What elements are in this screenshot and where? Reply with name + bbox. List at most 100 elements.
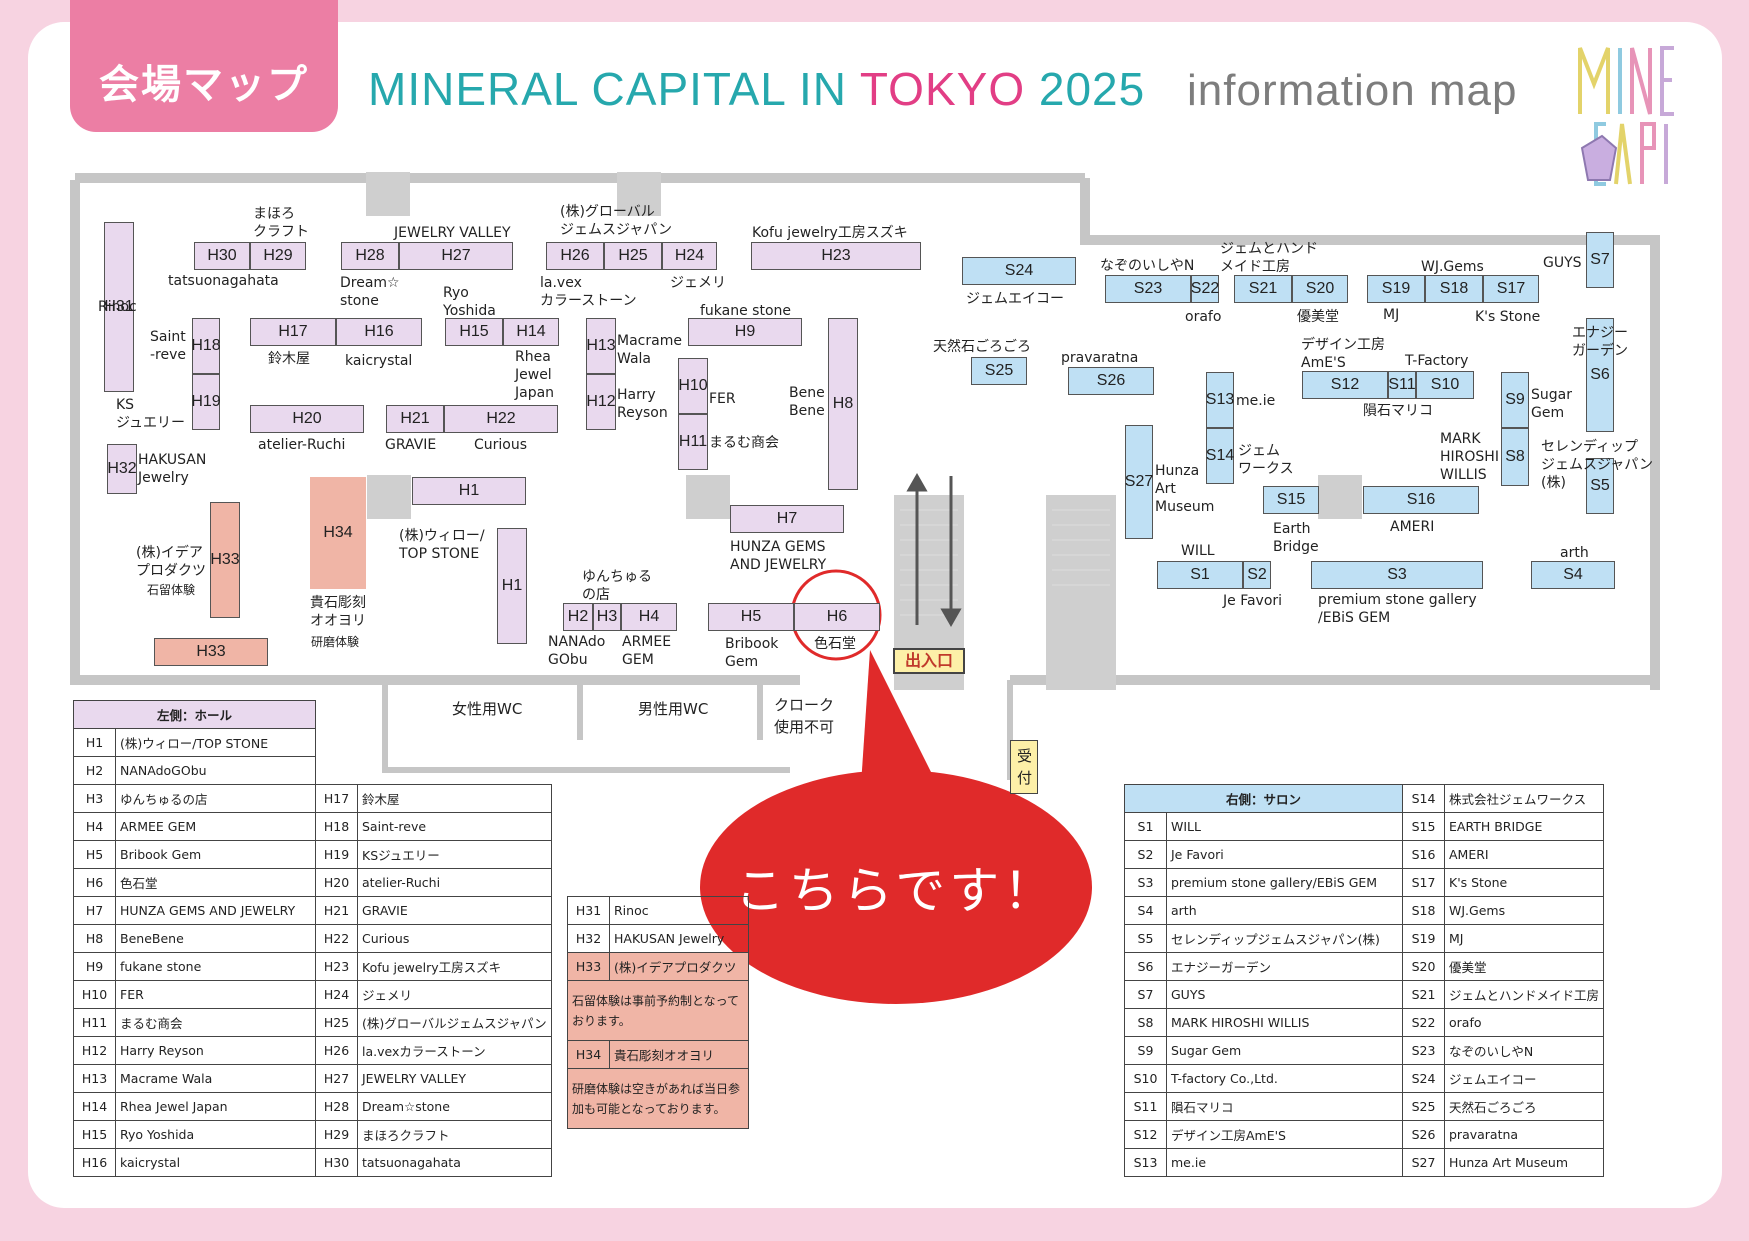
legend-booth-id: S8	[1124, 1008, 1167, 1037]
booth-s11[interactable]: S11	[1388, 371, 1416, 399]
booth-h18[interactable]: H18	[191, 318, 221, 374]
legend-booth-id: H31	[567, 896, 610, 925]
label-ishidome: 石留体験	[147, 583, 196, 597]
legend-exhibitor: WILL	[1166, 812, 1403, 841]
label-kofu: Kofu jewelry工房スズキ	[752, 225, 908, 241]
label-jemeri: ジェメリ	[670, 275, 726, 291]
legend-exhibitor: ジェムとハンドメイド工房	[1443, 980, 1605, 1009]
legend-exhibitor: Harry Reyson	[115, 1036, 316, 1065]
booth-h1-b[interactable]: H1	[497, 528, 527, 644]
booth-s24[interactable]: S24	[962, 257, 1076, 285]
label-ooyori: 貴石彫刻オオヨリ	[310, 595, 366, 629]
booth-s25[interactable]: S25	[971, 357, 1027, 385]
booth-s9[interactable]: S9	[1501, 372, 1529, 428]
booth-s15[interactable]: S15	[1263, 486, 1319, 514]
booth-s7[interactable]: S7	[1586, 232, 1614, 288]
label-saint-reve: Saint-reve	[150, 329, 187, 363]
booth-h28[interactable]: H28	[341, 242, 399, 270]
booth-h26[interactable]: H26	[546, 242, 604, 270]
booth-h23[interactable]: H23	[751, 242, 921, 270]
booth-h27[interactable]: H27	[399, 242, 513, 270]
legend-exhibitor: ジェムエイコー	[1443, 1064, 1605, 1093]
booth-h25[interactable]: H25	[604, 242, 662, 270]
booth-h20[interactable]: H20	[250, 405, 364, 433]
booth-s27[interactable]: S27	[1125, 425, 1153, 539]
booth-s19[interactable]: S19	[1367, 275, 1425, 303]
booth-s8[interactable]: S8	[1501, 428, 1529, 486]
booth-h9[interactable]: H9	[688, 318, 802, 346]
booth-h11[interactable]: H11	[678, 414, 708, 470]
booth-s20[interactable]: S20	[1292, 275, 1348, 303]
booth-h17[interactable]: H17	[250, 318, 336, 346]
title-part4: information map	[1187, 66, 1518, 115]
legend-exhibitor: T-factory Co.,Ltd.	[1166, 1064, 1403, 1093]
booth-h33-b[interactable]: H33	[154, 638, 268, 666]
booth-s13[interactable]: S13	[1206, 372, 1234, 428]
booth-h30[interactable]: H30	[194, 242, 250, 270]
legend-booth-id: H13	[73, 1064, 116, 1093]
booth-s10[interactable]: S10	[1416, 371, 1474, 399]
ishidome-note: 石留体験は事前予約制となっております。	[567, 980, 749, 1041]
booth-h1-a[interactable]: H1	[412, 477, 526, 505]
legend-booth-id: S19	[1402, 924, 1445, 953]
booth-h19[interactable]: H19	[191, 374, 221, 430]
booth-h7[interactable]: H7	[730, 505, 844, 533]
label-gem-eiko: ジェムエイコー	[966, 291, 1064, 307]
booth-h16[interactable]: H16	[336, 318, 422, 346]
booth-h24[interactable]: H24	[662, 242, 717, 270]
label-marumu: まるむ商会	[709, 435, 779, 451]
booth-s16[interactable]: S16	[1363, 486, 1479, 514]
booth-h34[interactable]: H34	[310, 477, 366, 589]
booth-s14[interactable]: S14	[1206, 428, 1234, 484]
booth-h22[interactable]: H22	[444, 405, 558, 433]
booth-s17[interactable]: S17	[1483, 275, 1539, 303]
title-part1: MINERAL CAPITAL IN	[368, 63, 847, 115]
booth-s1[interactable]: S1	[1157, 561, 1243, 589]
booth-h12[interactable]: H12	[586, 374, 616, 430]
booth-s2[interactable]: S2	[1243, 561, 1271, 589]
booth-s6[interactable]: S6	[1586, 318, 1614, 432]
booth-s5[interactable]: S5	[1586, 458, 1614, 514]
booth-s12[interactable]: S12	[1302, 371, 1388, 399]
legend-exhibitor: me.ie	[1166, 1148, 1403, 1177]
booth-h4[interactable]: H4	[621, 603, 677, 631]
booth-s18[interactable]: S18	[1425, 275, 1483, 303]
booth-h8[interactable]: H8	[828, 318, 858, 490]
booth-s4[interactable]: S4	[1531, 561, 1615, 589]
label-pravaratna: pravaratna	[1061, 350, 1139, 366]
booth-h29[interactable]: H29	[250, 242, 306, 270]
booth-h6[interactable]: H6	[794, 603, 880, 631]
booth-s26[interactable]: S26	[1068, 367, 1154, 395]
booth-h13[interactable]: H13	[586, 318, 616, 374]
booth-h14[interactable]: H14	[503, 318, 559, 346]
booth-h33-a[interactable]: H33	[210, 502, 240, 618]
booth-h5[interactable]: H5	[708, 603, 794, 631]
booth-s23[interactable]: S23	[1105, 275, 1191, 303]
label-shikiseki: 色石堂	[814, 636, 856, 652]
salon-legend-header: 右側：サロン	[1124, 784, 1403, 813]
booth-s3[interactable]: S3	[1311, 561, 1483, 589]
booth-h21[interactable]: H21	[386, 405, 444, 433]
booth-s22[interactable]: S22	[1191, 275, 1219, 303]
label-gravie: GRAVIE	[385, 437, 437, 453]
booth-s21[interactable]: S21	[1234, 275, 1292, 303]
booth-h32[interactable]: H32	[107, 444, 137, 494]
label-jewelry-valley: JEWELRY VALLEY	[394, 225, 511, 241]
booth-h15[interactable]: H15	[445, 318, 503, 346]
booth-h3[interactable]: H3	[593, 603, 621, 631]
booth-h31[interactable]: H31	[104, 222, 134, 392]
booth-h2[interactable]: H2	[563, 603, 593, 631]
booth-h10[interactable]: H10	[678, 358, 708, 414]
legend-booth-id: H11	[73, 1008, 116, 1037]
